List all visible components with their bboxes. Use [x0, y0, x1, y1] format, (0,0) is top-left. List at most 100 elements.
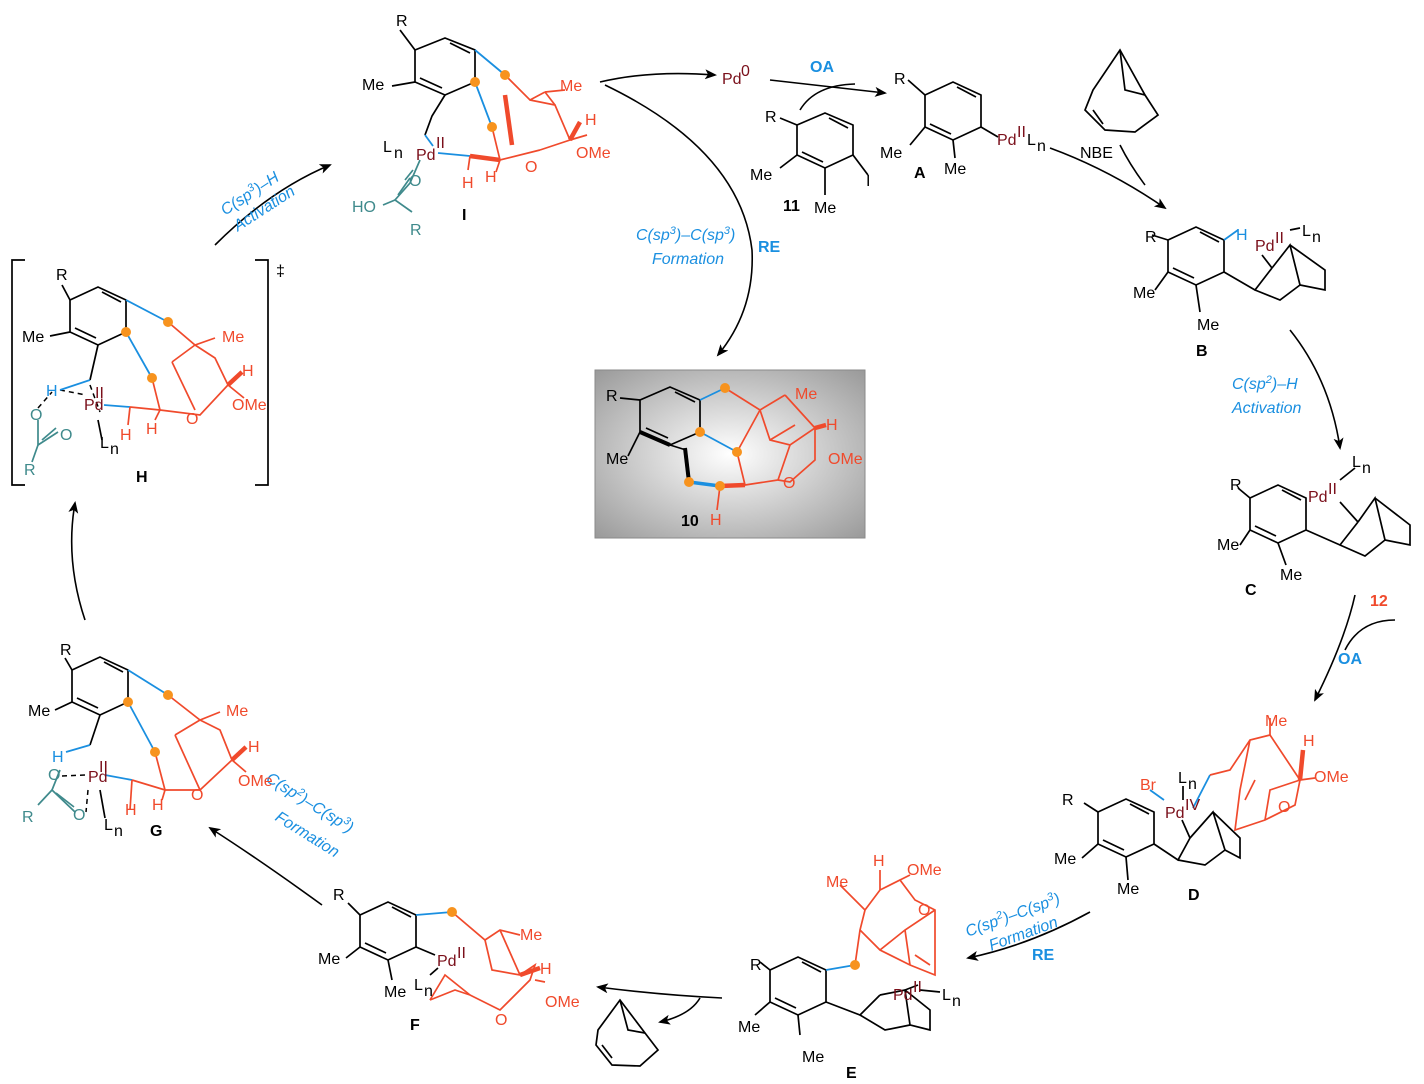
atom-ln: L [383, 139, 392, 156]
label-csp2-csp3-fg: C(sp2)–C(sp3) Formation [263, 770, 356, 862]
intermediate-E: R Me Me Me H OMe O Pd II L n E [738, 853, 961, 1082]
label-csp3h-activation: C(sp3)–H Activation [218, 169, 298, 236]
arrow-G-to-H [68, 501, 86, 621]
atom-h: H [125, 802, 137, 819]
atom-pd: Pd [1308, 489, 1328, 506]
atom-pd: Pd [997, 132, 1017, 149]
atom-r: R [894, 71, 906, 88]
svg-text:RE: RE [1032, 947, 1055, 964]
atom-h: H [1236, 227, 1248, 244]
atom-o: O [495, 1012, 507, 1029]
compound-label-B: B [1196, 343, 1208, 360]
atom-me: Me [606, 451, 628, 468]
atom-o: O [60, 427, 72, 444]
atom-me: Me [1280, 567, 1302, 584]
atom-h: H [826, 417, 838, 434]
nbe-text: NBE [1080, 145, 1113, 162]
atom-r: R [60, 642, 72, 659]
atom-r: R [1230, 477, 1242, 494]
compound-label-11: 11 [783, 198, 800, 215]
atom-r: R [765, 109, 777, 126]
arrow-nbe-out [658, 997, 701, 1025]
atom-me: Me [802, 1049, 824, 1066]
atom-n: n [1312, 229, 1321, 246]
compound-label-D: D [1188, 887, 1200, 904]
atom-me: Me [1133, 285, 1155, 302]
atom-pd-ox: II [457, 945, 466, 962]
compound-label-10: 10 [681, 513, 699, 530]
atom-me: Me [880, 145, 902, 162]
atom-ome: OMe [1314, 769, 1349, 786]
intermediate-B: R Me Me H Pd II L n B [1133, 223, 1326, 360]
atom-h: H [485, 169, 497, 186]
atom-h: H [462, 175, 474, 192]
atom-o: O [783, 475, 795, 492]
atom-pd: Pd [1255, 238, 1275, 255]
product-10-box: R Me Me H OMe O H 10 [594, 369, 866, 539]
atom-pd: Pd [84, 397, 104, 414]
atom-me: Me [1217, 537, 1239, 554]
atom-me: Me [738, 1019, 760, 1036]
label-csp2h-activation: C(sp2)–H Activation [1231, 374, 1301, 417]
intermediate-D: R Me Me Br L n Pd IV Me H OMe O D [1054, 713, 1349, 904]
atom-h: H [1303, 733, 1315, 750]
atom-me: Me [1197, 317, 1219, 334]
atom-pd-ox: II [1275, 230, 1284, 247]
atom-ome: OMe [576, 145, 611, 162]
atom-r: R [1062, 792, 1074, 809]
atom-pd: Pd [437, 953, 457, 970]
intermediate-F: R Me Me Pd II L n Me H OMe O F [318, 887, 580, 1034]
pd0-text: Pd [722, 71, 742, 88]
svg-text:Activation: Activation [1231, 400, 1301, 417]
arrow-C-to-D [1314, 594, 1356, 702]
atom-i: I [866, 173, 870, 190]
atom-ome: OMe [238, 773, 273, 790]
atom-o: O [48, 767, 60, 784]
atom-r: R [56, 267, 68, 284]
compound-label-A: A [914, 165, 926, 182]
dagger-mark: ‡ [276, 263, 285, 280]
atom-h: H [873, 853, 885, 870]
svg-text:C(sp3)–C(sp3): C(sp3)–C(sp3) [636, 225, 735, 244]
atom-h: H [710, 512, 722, 529]
atom-ln: L [942, 987, 951, 1004]
arrow-F-to-G [208, 826, 323, 906]
atom-me: Me [362, 77, 384, 94]
atom-pd: Pd [1165, 805, 1185, 822]
atom-n: n [394, 145, 403, 162]
atom-me: Me [384, 984, 406, 1001]
reactant-11: R Me Me I 11 [750, 109, 870, 217]
atom-r: R [1145, 229, 1157, 246]
atom-n: n [114, 823, 123, 840]
atom-n: n [1362, 460, 1371, 477]
atom-ln: L [100, 435, 109, 452]
intermediate-I: R Me L n Pd II O HO R Me H OMe O H H I [352, 13, 611, 239]
nbe-reagent: NBE [1080, 48, 1160, 162]
atom-o: O [918, 902, 930, 919]
arrow-D-to-E [966, 911, 1091, 961]
atom-pd: Pd [88, 769, 108, 786]
atom-r: R [24, 462, 36, 479]
arrow-12-in [1344, 619, 1396, 651]
reagent-12: 12 [1370, 593, 1388, 610]
arrow-11-in [799, 83, 856, 111]
atom-h: H [52, 749, 64, 766]
atom-n: n [1037, 138, 1046, 155]
atom-ln: L [1178, 770, 1187, 787]
atom-me: Me [318, 951, 340, 968]
atom-r: R [333, 887, 345, 904]
atom-me: Me [1265, 713, 1287, 730]
atom-ln: L [414, 977, 423, 994]
atom-r: R [410, 222, 422, 239]
arrow-I-to-pd0 [599, 69, 717, 83]
atom-n: n [110, 441, 119, 458]
label-oa-right: OA [1338, 651, 1362, 668]
atom-pd-ox: II [99, 759, 108, 776]
atom-ln: L [1352, 454, 1361, 471]
atom-me: Me [795, 386, 817, 403]
atom-ome: OMe [828, 451, 863, 468]
intermediate-G: R Me H O O R Pd II L n Me H OMe O H H G [22, 642, 273, 840]
intermediate-A: R Me Me Pd II L n A [880, 71, 1046, 182]
intermediate-C: R Me Me Pd II L n C [1217, 454, 1411, 599]
atom-o: O [191, 787, 203, 804]
